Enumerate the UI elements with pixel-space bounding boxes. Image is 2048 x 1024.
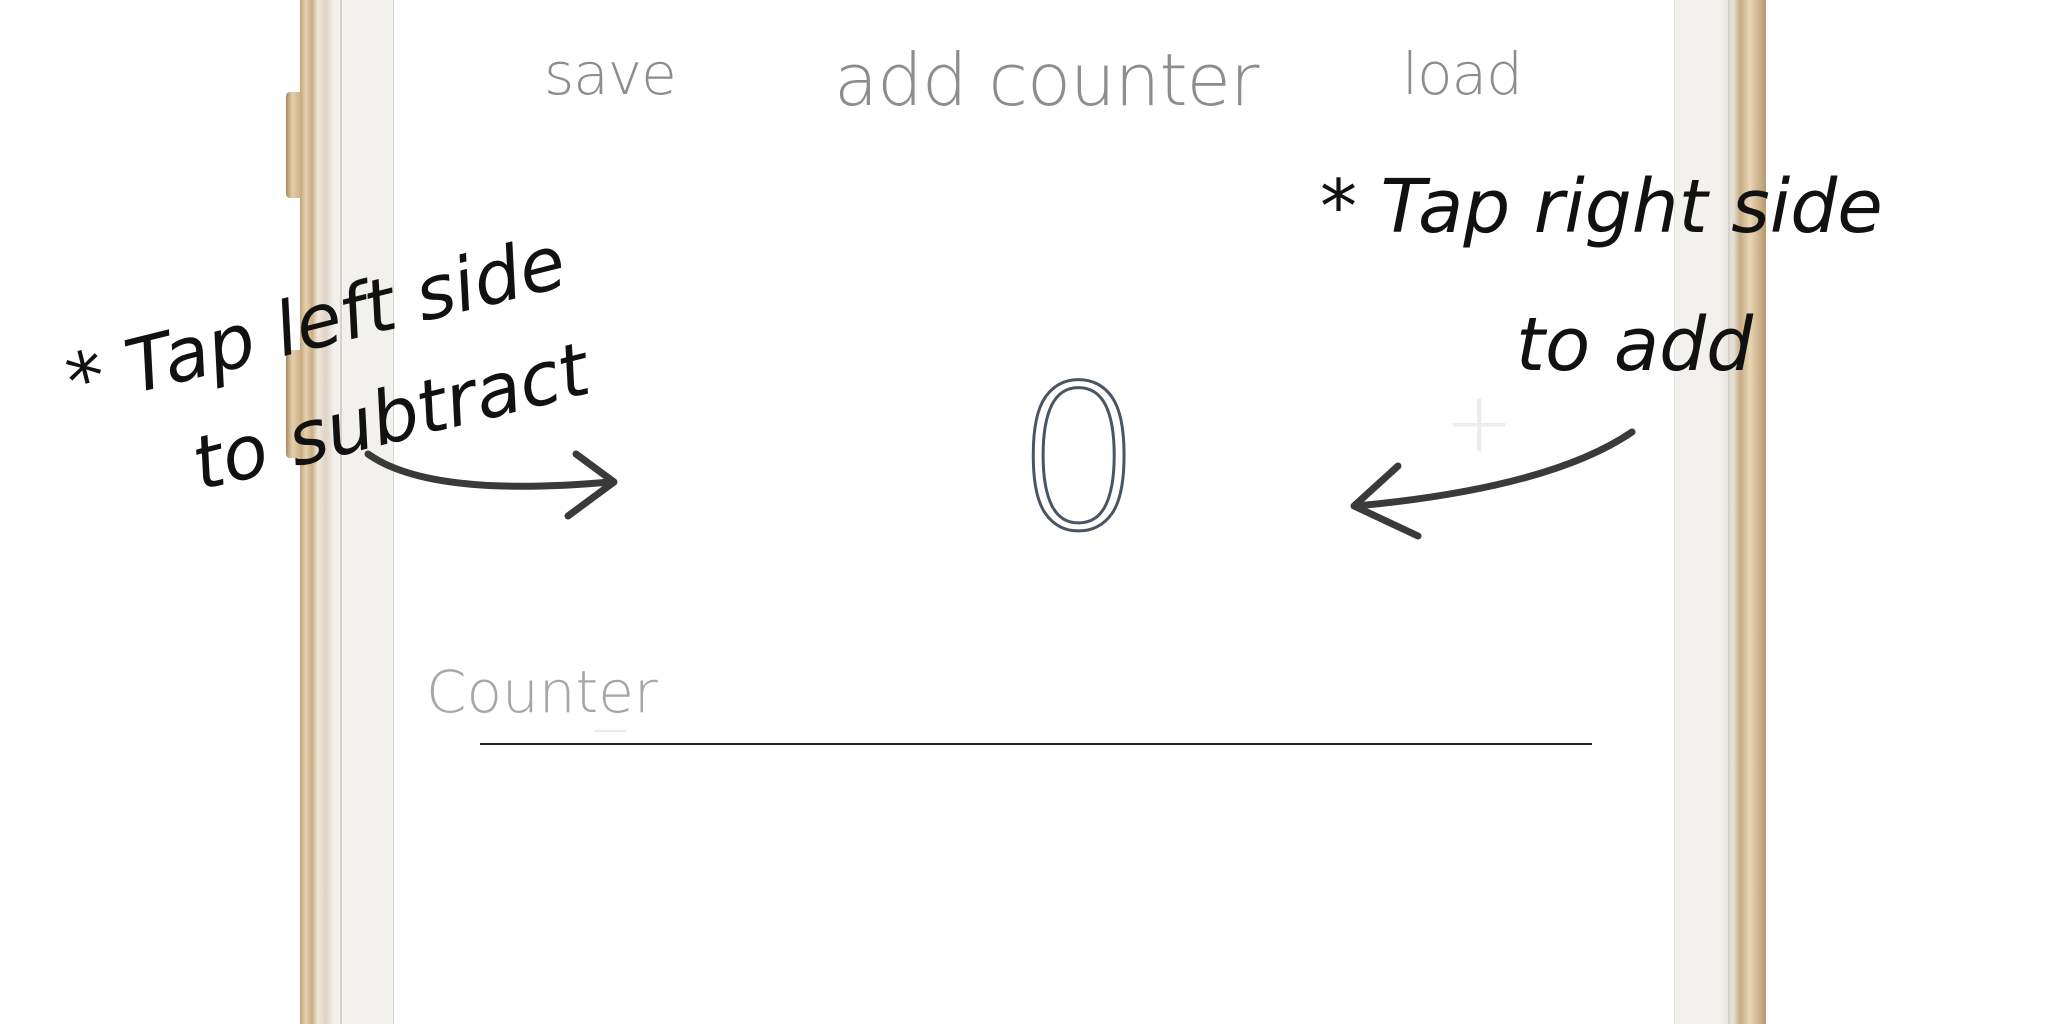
app-screen: save add counter load + 0 — [394, 0, 1674, 1024]
plus-icon: + — [1444, 373, 1515, 471]
volume-down-button — [286, 350, 302, 458]
load-button[interactable]: load — [1402, 40, 1523, 108]
decrement-tap-area[interactable] — [394, 330, 894, 732]
counter-name-input[interactable] — [426, 650, 1526, 734]
counter-value: 0 — [1014, 343, 1144, 576]
save-button[interactable]: save — [544, 40, 677, 108]
increment-tap-area[interactable] — [1174, 330, 1674, 590]
volume-up-button — [286, 92, 302, 198]
counter-name-underline — [480, 743, 1592, 745]
phone-bezel-line-left — [340, 0, 342, 1024]
phone-bezel-line-right — [1728, 0, 1730, 1024]
add-counter-button[interactable]: add counter — [834, 38, 1259, 122]
